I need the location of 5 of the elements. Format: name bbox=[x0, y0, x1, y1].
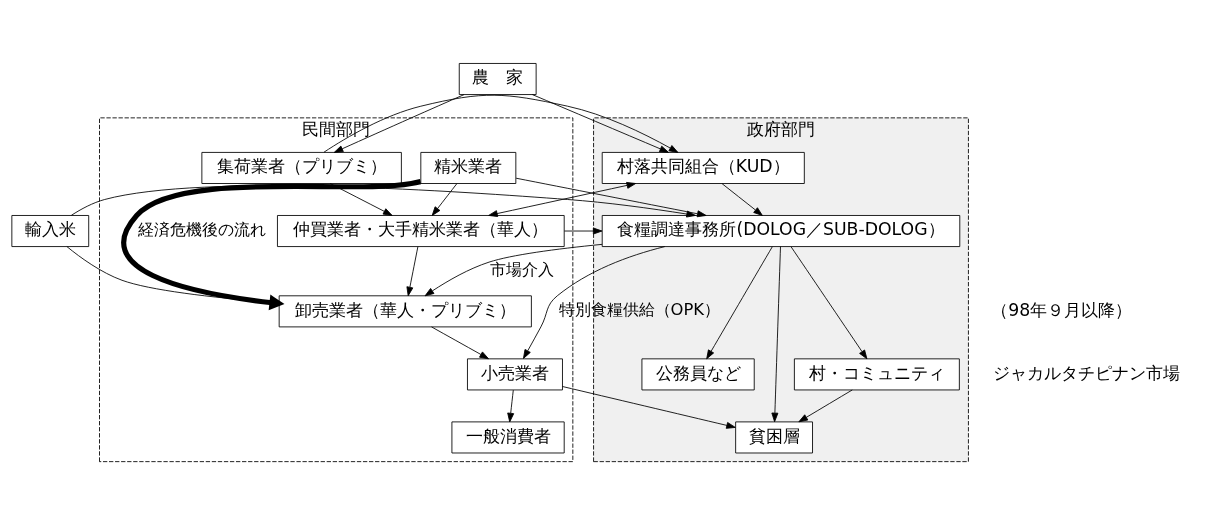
label: ジャカルタチピナン市場 bbox=[993, 362, 1181, 383]
edge-label: 特別食糧供給（OPK） bbox=[558, 299, 721, 319]
edge-label: 市場介入 bbox=[489, 259, 554, 279]
edge-label: 経済危機後の流れ bbox=[138, 219, 267, 239]
label: （98年９月以降） bbox=[991, 299, 1133, 320]
